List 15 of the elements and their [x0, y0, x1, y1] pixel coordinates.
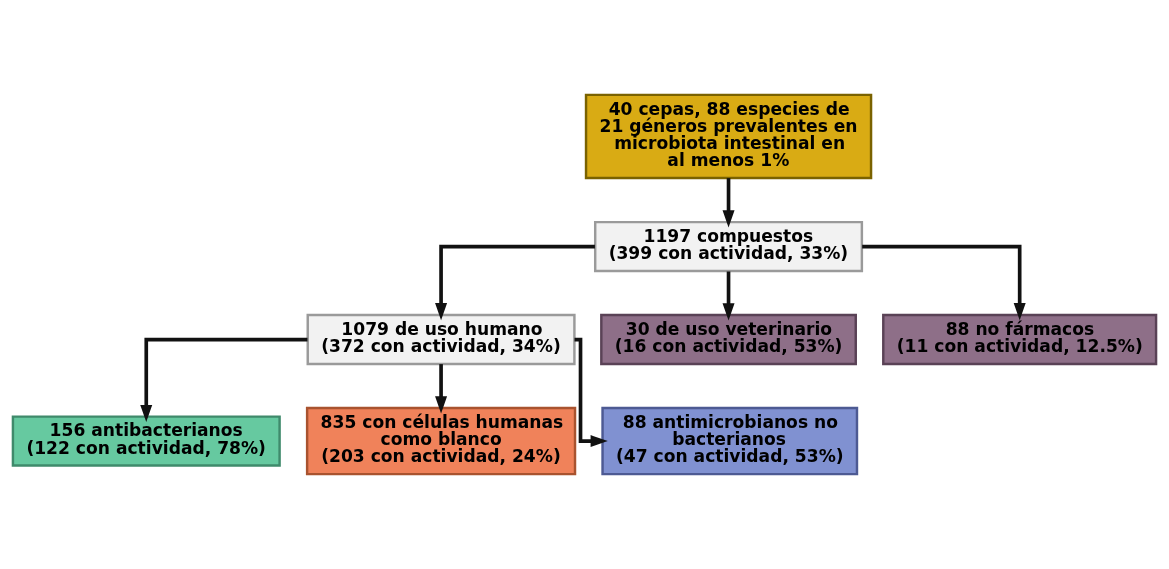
- arrow: [140, 337, 308, 423]
- node-box: 88 antimicrobianos no bacterianos (47 con actividad, 53%): [601, 406, 859, 476]
- node-box: 156 antibacterianos (122 con actividad, 78%): [11, 415, 281, 467]
- arrow: [435, 244, 595, 321]
- node-box: 40 cepas, 88 especies de 21 géneros prevalentes en microbiota intestinal en al menos 1%: [584, 93, 873, 180]
- node-box: 1079 de uso humano (372 con actividad, 34%): [306, 313, 576, 366]
- arrow: [862, 244, 1026, 321]
- node-box: 835 con células humanas como blanco (203 con actividad, 24%): [305, 406, 577, 476]
- arrow: [574, 337, 608, 448]
- node-box: 1197 compuestos (399 con actividad, 33%): [593, 220, 864, 273]
- node-box: 30 de uso veterinario (16 con actividad, 53%): [600, 313, 857, 366]
- node-box: 88 no fármacos (11 con actividad, 12.5%): [882, 313, 1158, 366]
- arrow: [722, 271, 735, 321]
- arrow: [722, 178, 735, 228]
- arrow: [435, 364, 448, 414]
